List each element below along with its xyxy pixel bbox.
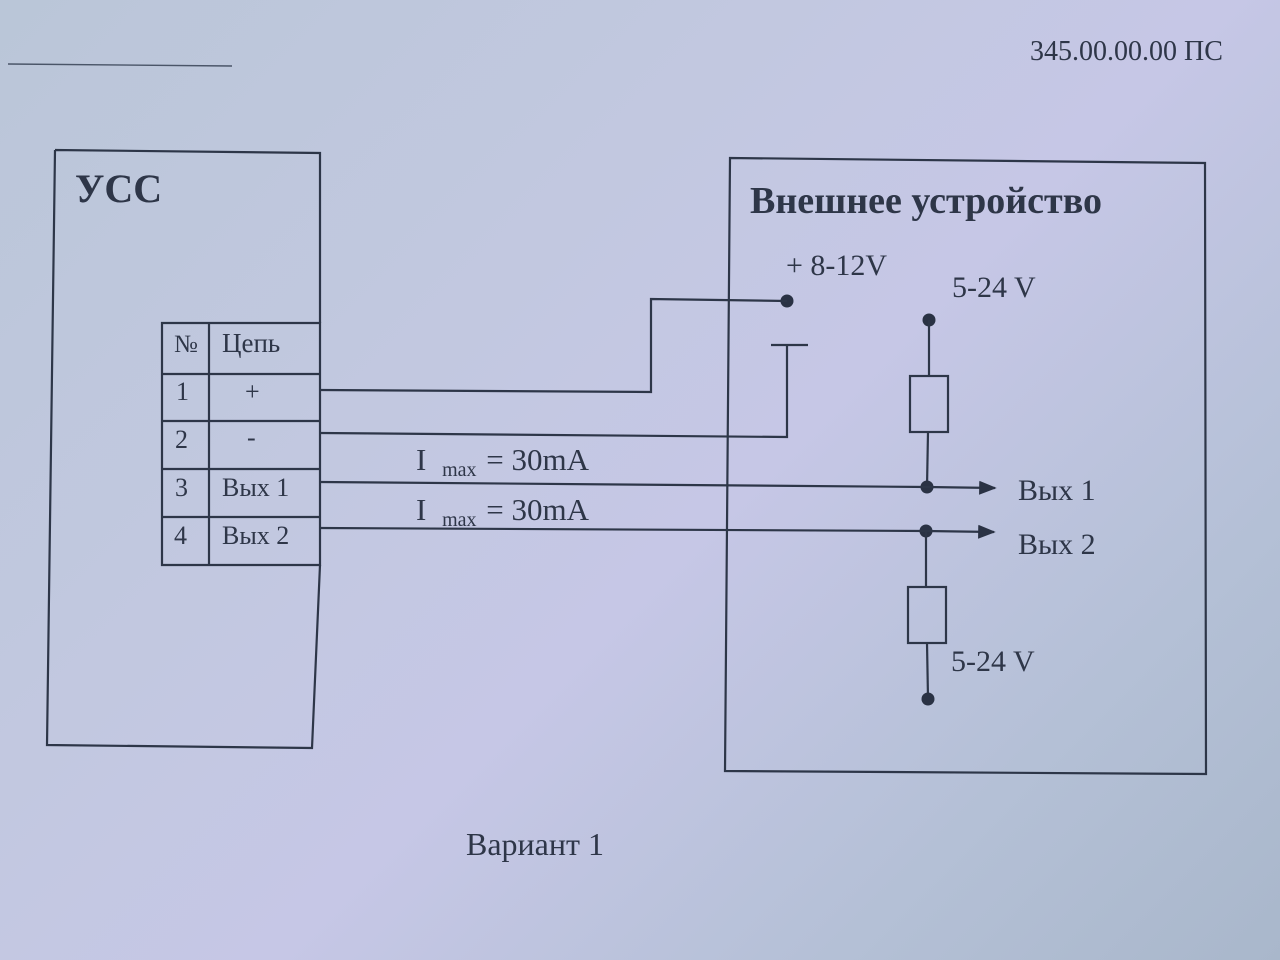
external-device-title: Внешнее устройство (750, 180, 1102, 222)
supply-voltage-label: + 8-12V (786, 249, 887, 282)
current-limit-1-subscript: max (442, 459, 476, 481)
external-device-block: Внешнее устройство + 8-12V 5-24 V Вых 1 … (723, 156, 1208, 776)
output-2-arrow (925, 524, 996, 539)
pulldown-supply-dot (921, 692, 935, 706)
current-limit-1-symbol: I (416, 442, 426, 477)
current-limit-1-value: = 30mA (486, 442, 589, 477)
pulldown-wire-bottom (925, 642, 930, 699)
pulldown-resistor (906, 585, 948, 645)
header-rule (7, 63, 233, 67)
pin-table-row-2-circuit: - (247, 423, 256, 452)
uss-block: УСС № Цепь 1 + 2 - 3 Вых 1 4 Вых 2 (45, 148, 322, 750)
output-1-arrow (926, 480, 997, 495)
pin-table-row-3-circuit: Вых 1 (222, 473, 289, 502)
figure-caption: Вариант 1 (466, 826, 604, 862)
pin-table-header-circuit: Цепь (222, 328, 280, 358)
current-limit-label-1: I max = 30mA (416, 442, 590, 483)
connection-wires: I max = 30mA I max = 30mA (319, 297, 928, 533)
document-code: 345.00.00.00 ПС (1030, 36, 1223, 67)
external-device-outline (723, 156, 1208, 776)
current-limit-2-symbol: I (416, 492, 426, 527)
wire-pin3-output-1 (319, 480, 928, 489)
wire-pin1-plus (319, 297, 788, 394)
pin-table-grid (160, 321, 322, 567)
pin-table-row-4-circuit: Вых 2 (222, 521, 289, 550)
wire-pin2-minus (319, 345, 789, 439)
uss-block-title: УСС (75, 166, 162, 211)
uss-block-outline (45, 148, 322, 750)
pin-table-row-2-num: 2 (175, 425, 188, 454)
pullup-wire-bottom (925, 431, 930, 488)
pin-table: № Цепь 1 + 2 - 3 Вых 1 4 Вых 2 (160, 321, 322, 567)
current-limit-2-value: = 30mA (486, 492, 589, 527)
pullup-resistor (908, 374, 950, 434)
pin-table-row-3-num: 3 (175, 473, 188, 502)
pin-table-row-1-num: 1 (176, 377, 189, 406)
wire-pin4-output-2 (319, 526, 927, 533)
current-limit-2-subscript: max (442, 509, 476, 531)
output-2-label: Вых 2 (1018, 528, 1096, 561)
pullup-voltage-label: 5-24 V (952, 271, 1036, 304)
pin-table-header-num: № (174, 331, 198, 358)
pin-table-row-1-circuit: + (245, 377, 260, 406)
pulldown-voltage-label: 5-24 V (951, 645, 1035, 678)
pin-table-row-4-num: 4 (174, 521, 187, 550)
current-limit-label-2: I max = 30mA (416, 492, 590, 533)
output-1-label: Вых 1 (1018, 474, 1096, 507)
